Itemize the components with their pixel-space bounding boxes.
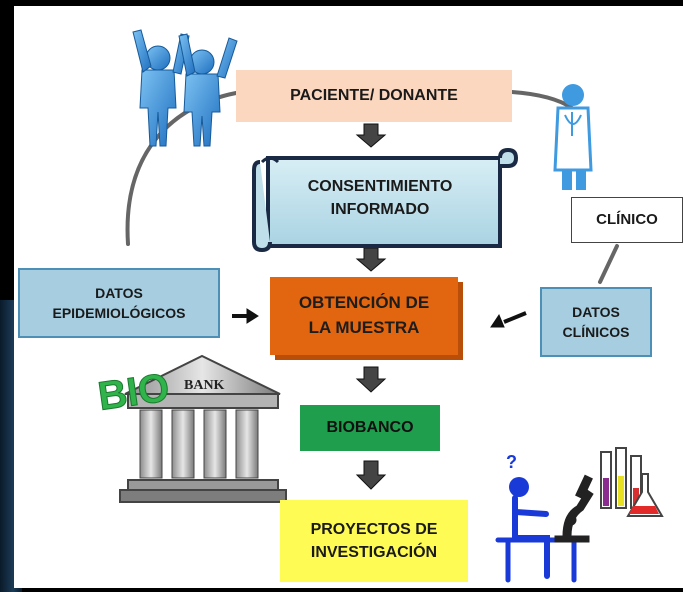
arrow-cli-to-obtencion-head xyxy=(490,313,505,328)
scroll-shape xyxy=(252,147,519,253)
side-arrows xyxy=(232,308,527,328)
node-datos-epi-label: DATOS EPIDEMIOLÓGICOS xyxy=(52,284,186,321)
node-clinico: CLÍNICO xyxy=(571,197,683,243)
researcher-question-mark: ? xyxy=(506,452,517,472)
arrow-cli-to-obtencion xyxy=(503,311,527,324)
node-clinico-label: CLÍNICO xyxy=(596,211,658,229)
arrow-paciente-consentimiento xyxy=(355,123,387,148)
node-obtencion-label: OBTENCIÓN DE LA MUESTRA xyxy=(298,293,430,337)
arrow-epi-to-obtencion-head xyxy=(246,308,259,324)
node-biobanco: BIOBANCO xyxy=(300,405,440,451)
node-paciente-label: PACIENTE/ DONANTE xyxy=(290,87,458,105)
node-obtencion-muestra: OBTENCIÓN DE LA MUESTRA xyxy=(270,277,458,355)
people-cheering-icon xyxy=(132,29,238,147)
node-proyectos-label: PROYECTOS DE INVESTIGACIÓN xyxy=(310,520,438,561)
node-biobanco-label: BIOBANCO xyxy=(326,419,414,437)
node-datos-epidemiologicos: DATOS EPIDEMIOLÓGICOS xyxy=(18,268,220,338)
flask-icon xyxy=(626,473,664,517)
bio-logo-text: BIO xyxy=(95,365,172,418)
node-paciente-donante: PACIENTE/ DONANTE xyxy=(236,70,512,122)
node-proyectos-investigacion: PROYECTOS DE INVESTIGACIÓN xyxy=(280,500,468,582)
arrow-consentimiento-obtencion xyxy=(355,247,387,272)
node-datos-clinicos: DATOS CLÍNICOS xyxy=(540,287,652,357)
arrow-obtencion-biobanco xyxy=(355,366,387,393)
flow-arrows xyxy=(355,123,387,490)
bank-logo-text: BANK xyxy=(184,378,225,393)
node-consentimiento-label: CONSENTIMIENTO INFORMADO xyxy=(307,177,453,218)
node-consentimiento-informado: CONSENTIMIENTO INFORMADO xyxy=(270,160,490,236)
microscope-icon xyxy=(554,474,594,543)
line-clinico-to-datos xyxy=(598,244,619,284)
curve-paciente-to-doctor xyxy=(510,90,574,110)
curve-epi-to-paciente xyxy=(125,91,238,246)
arrow-biobanco-proyectos xyxy=(355,460,387,490)
node-datos-cli-label: DATOS CLÍNICOS xyxy=(562,303,630,340)
bank-building-icon xyxy=(119,354,287,503)
doctor-icon xyxy=(553,84,593,190)
test-tubes-icon xyxy=(600,447,642,509)
